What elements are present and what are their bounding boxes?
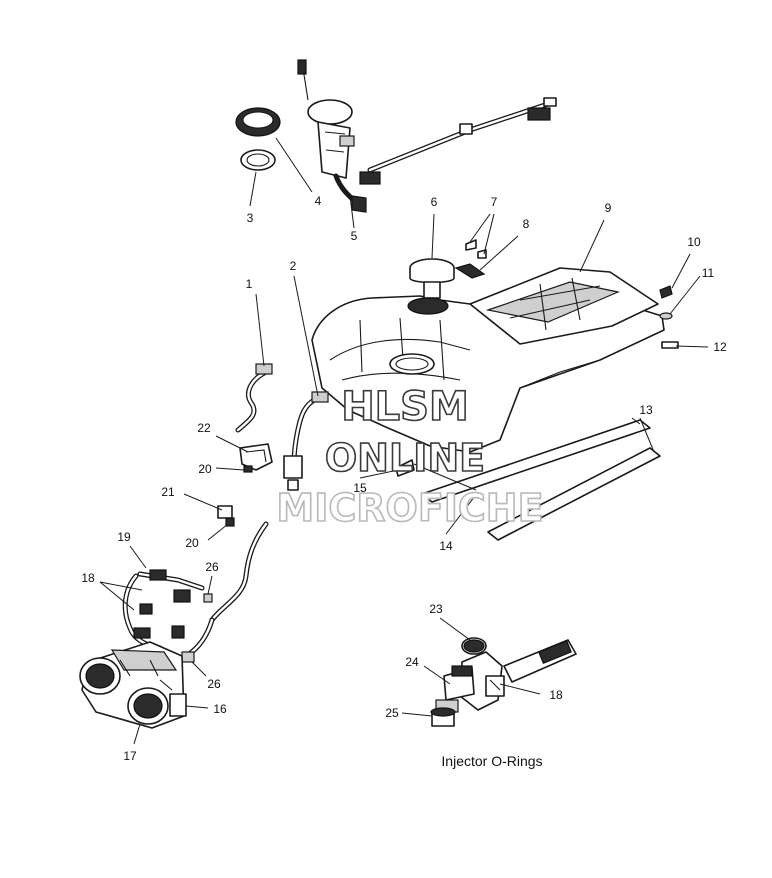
callout-25: 25 xyxy=(385,706,399,720)
callout-24: 24 xyxy=(405,655,419,669)
callout-9: 9 xyxy=(605,201,612,215)
throttle-body-part xyxy=(79,641,187,729)
callout-22: 22 xyxy=(197,421,211,435)
callout-21: 21 xyxy=(161,485,175,499)
callout-16: 16 xyxy=(213,702,227,716)
hose-clamp-part xyxy=(217,443,273,527)
callout-7: 7 xyxy=(491,195,498,209)
callout-20a: 20 xyxy=(198,462,212,476)
callout-11: 11 xyxy=(702,266,715,280)
callout-3: 3 xyxy=(247,211,254,225)
fuel-hose-part xyxy=(235,363,273,433)
fuel-cap-part xyxy=(407,258,455,315)
fuel-pump-gasket-part xyxy=(240,149,276,171)
fuel-tank-part xyxy=(311,267,665,453)
tank-pads-part xyxy=(395,419,661,541)
callout-10: 10 xyxy=(687,235,701,249)
callout-18-detail: 18 xyxy=(549,688,563,702)
callout-26a: 26 xyxy=(205,560,219,574)
callout-18: 18 xyxy=(81,571,95,585)
callout-13: 13 xyxy=(639,403,653,417)
callout-23: 23 xyxy=(429,602,443,616)
tank-fasteners-part xyxy=(454,239,679,349)
callout-20b: 20 xyxy=(185,536,199,550)
injector-detail-caption: Injector O-Rings xyxy=(441,753,542,769)
leader-lines xyxy=(99,137,709,745)
callout-2: 2 xyxy=(290,259,297,273)
callout-15: 15 xyxy=(353,481,367,495)
callout-1: 1 xyxy=(246,277,253,291)
retaining-ring-part xyxy=(235,107,281,137)
callout-17: 17 xyxy=(123,749,137,763)
callout-14: 14 xyxy=(439,539,453,553)
watermark-line-3: MICROFICHE xyxy=(276,486,543,530)
callout-6: 6 xyxy=(431,195,438,209)
fuel-pump-part xyxy=(297,59,557,213)
callout-12: 12 xyxy=(713,340,727,354)
callout-8: 8 xyxy=(523,217,530,231)
callout-19: 19 xyxy=(117,530,131,544)
injector-part xyxy=(430,637,577,727)
callout-labels: 1 2 3 4 5 6 7 8 9 10 11 12 13 14 15 16 1… xyxy=(81,194,727,763)
watermark-line-2: ONLINE xyxy=(325,436,485,480)
callout-5: 5 xyxy=(351,229,358,243)
callout-4: 4 xyxy=(315,194,322,208)
watermark: HLSM ONLINE MICROFICHE xyxy=(276,383,545,531)
callout-26b: 26 xyxy=(207,677,221,691)
watermark-line-1: HLSM xyxy=(341,384,469,430)
fuel-filter-hose-part xyxy=(283,391,329,491)
